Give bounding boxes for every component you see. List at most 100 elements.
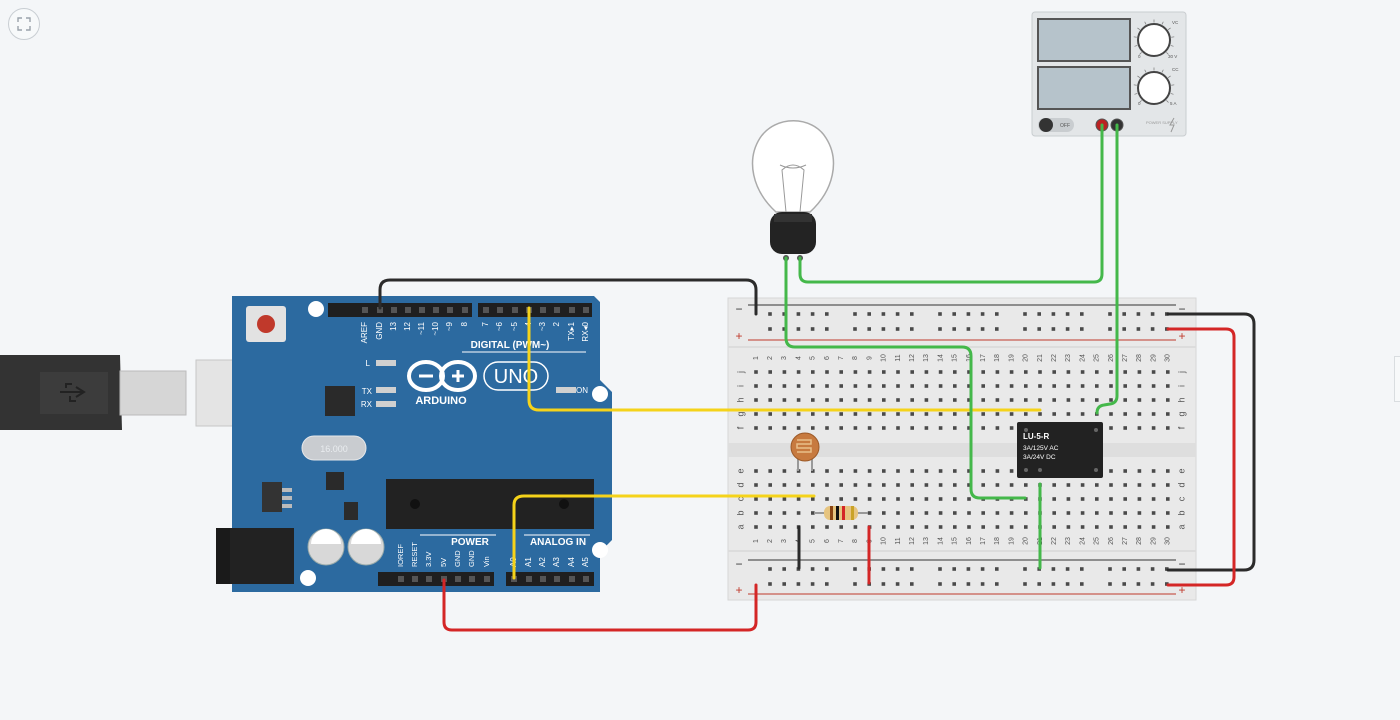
breadboard-hole[interactable]: [981, 398, 985, 402]
breadboard-hole[interactable]: [867, 398, 872, 402]
breadboard-hole[interactable]: [754, 384, 758, 388]
breadboard-hole[interactable]: [910, 384, 914, 388]
rail-hole[interactable]: [810, 312, 815, 316]
digital-pin[interactable]: [362, 307, 368, 313]
rail-hole[interactable]: [1037, 582, 1041, 586]
rail-hole[interactable]: [1023, 582, 1027, 586]
breadboard-hole[interactable]: [839, 398, 843, 402]
breadboard-hole[interactable]: [953, 398, 957, 402]
breadboard-hole[interactable]: [853, 525, 858, 529]
breadboard-hole[interactable]: [796, 370, 801, 374]
rail-hole[interactable]: [980, 327, 985, 331]
breadboard-hole[interactable]: [896, 483, 900, 487]
breadboard-hole[interactable]: [882, 370, 886, 374]
rail-hole[interactable]: [853, 312, 857, 316]
breadboard-hole[interactable]: [768, 412, 772, 416]
breadboard-hole[interactable]: [953, 469, 957, 473]
breadboard-hole[interactable]: [754, 412, 758, 416]
breadboard-hole[interactable]: [1009, 384, 1014, 388]
breadboard-hole[interactable]: [910, 511, 914, 515]
breadboard-hole[interactable]: [853, 426, 858, 430]
rail-hole[interactable]: [895, 327, 900, 331]
breadboard-hole[interactable]: [1009, 412, 1014, 416]
power-pin[interactable]: [398, 576, 404, 582]
breadboard-hole[interactable]: [867, 384, 872, 388]
rail-hole[interactable]: [825, 327, 829, 331]
breadboard-hole[interactable]: [853, 412, 858, 416]
breadboard-hole[interactable]: [839, 483, 843, 487]
rail-hole[interactable]: [1065, 312, 1070, 316]
breadboard-hole[interactable]: [1080, 497, 1085, 501]
breadboard-hole[interactable]: [1066, 511, 1071, 515]
rail-hole[interactable]: [938, 327, 942, 331]
rail-hole[interactable]: [966, 582, 971, 586]
breadboard-hole[interactable]: [896, 426, 900, 430]
breadboard-hole[interactable]: [1151, 370, 1156, 374]
breadboard-hole[interactable]: [1066, 525, 1071, 529]
breadboard-hole[interactable]: [754, 483, 758, 487]
rail-hole[interactable]: [938, 582, 942, 586]
breadboard-hole[interactable]: [910, 398, 914, 402]
light-bulb[interactable]: [751, 120, 835, 261]
analog-pin-header[interactable]: [506, 572, 594, 586]
rail-hole[interactable]: [881, 567, 886, 571]
breadboard-hole[interactable]: [754, 426, 758, 430]
breadboard-hole[interactable]: [867, 483, 872, 487]
rail-hole[interactable]: [867, 312, 871, 316]
fit-view-button[interactable]: [8, 8, 40, 40]
rail-hole[interactable]: [938, 567, 942, 571]
breadboard-hole[interactable]: [981, 511, 985, 515]
breadboard-hole[interactable]: [839, 370, 843, 374]
breadboard-hole[interactable]: [1123, 483, 1127, 487]
breadboard-hole[interactable]: [924, 497, 929, 501]
breadboard-hole[interactable]: [1080, 483, 1085, 487]
breadboard-hole[interactable]: [1151, 497, 1156, 501]
rail-hole[interactable]: [853, 327, 857, 331]
breadboard-hole[interactable]: [796, 412, 801, 416]
breadboard-hole[interactable]: [825, 398, 829, 402]
breadboard-hole[interactable]: [1080, 370, 1085, 374]
breadboard-hole[interactable]: [1137, 398, 1142, 402]
rail-hole[interactable]: [1051, 312, 1056, 316]
breadboard-hole[interactable]: [1066, 370, 1071, 374]
breadboard-hole[interactable]: [1166, 497, 1170, 501]
rail-hole[interactable]: [853, 567, 857, 571]
rail-hole[interactable]: [1080, 567, 1084, 571]
rail-hole[interactable]: [980, 582, 985, 586]
rail-hole[interactable]: [782, 327, 786, 331]
breadboard-hole[interactable]: [839, 426, 843, 430]
breadboard-hole[interactable]: [1024, 370, 1028, 374]
breadboard-hole[interactable]: [825, 483, 829, 487]
breadboard-hole[interactable]: [796, 384, 801, 388]
rail-hole[interactable]: [768, 312, 772, 316]
rail-hole[interactable]: [1023, 327, 1027, 331]
breadboard-hole[interactable]: [1052, 497, 1056, 501]
breadboard-hole[interactable]: [1109, 384, 1113, 388]
rail-hole[interactable]: [995, 327, 999, 331]
resistor[interactable]: [814, 506, 868, 520]
breadboard-hole[interactable]: [896, 497, 900, 501]
breadboard-hole[interactable]: [1109, 469, 1113, 473]
breadboard-hole[interactable]: [768, 511, 772, 515]
breadboard-hole[interactable]: [811, 398, 815, 402]
breadboard-hole[interactable]: [782, 525, 787, 529]
digital-pin[interactable]: [497, 307, 503, 313]
rail-hole[interactable]: [938, 312, 942, 316]
breadboard-hole[interactable]: [1137, 497, 1142, 501]
digital-pin[interactable]: [447, 307, 453, 313]
breadboard-hole[interactable]: [768, 469, 772, 473]
breadboard-hole[interactable]: [1137, 370, 1142, 374]
digital-pin[interactable]: [462, 307, 468, 313]
analog-pin[interactable]: [540, 576, 546, 582]
breadboard-hole[interactable]: [768, 384, 772, 388]
breadboard-hole[interactable]: [995, 384, 1000, 388]
rail-hole[interactable]: [1122, 567, 1126, 571]
breadboard-hole[interactable]: [853, 483, 858, 487]
breadboard-hole[interactable]: [1123, 398, 1127, 402]
breadboard-hole[interactable]: [782, 511, 787, 515]
analog-pin[interactable]: [583, 576, 589, 582]
breadboard-hole[interactable]: [1166, 483, 1170, 487]
breadboard-hole[interactable]: [1024, 511, 1028, 515]
breadboard-hole[interactable]: [967, 469, 971, 473]
rail-hole[interactable]: [1023, 567, 1027, 571]
